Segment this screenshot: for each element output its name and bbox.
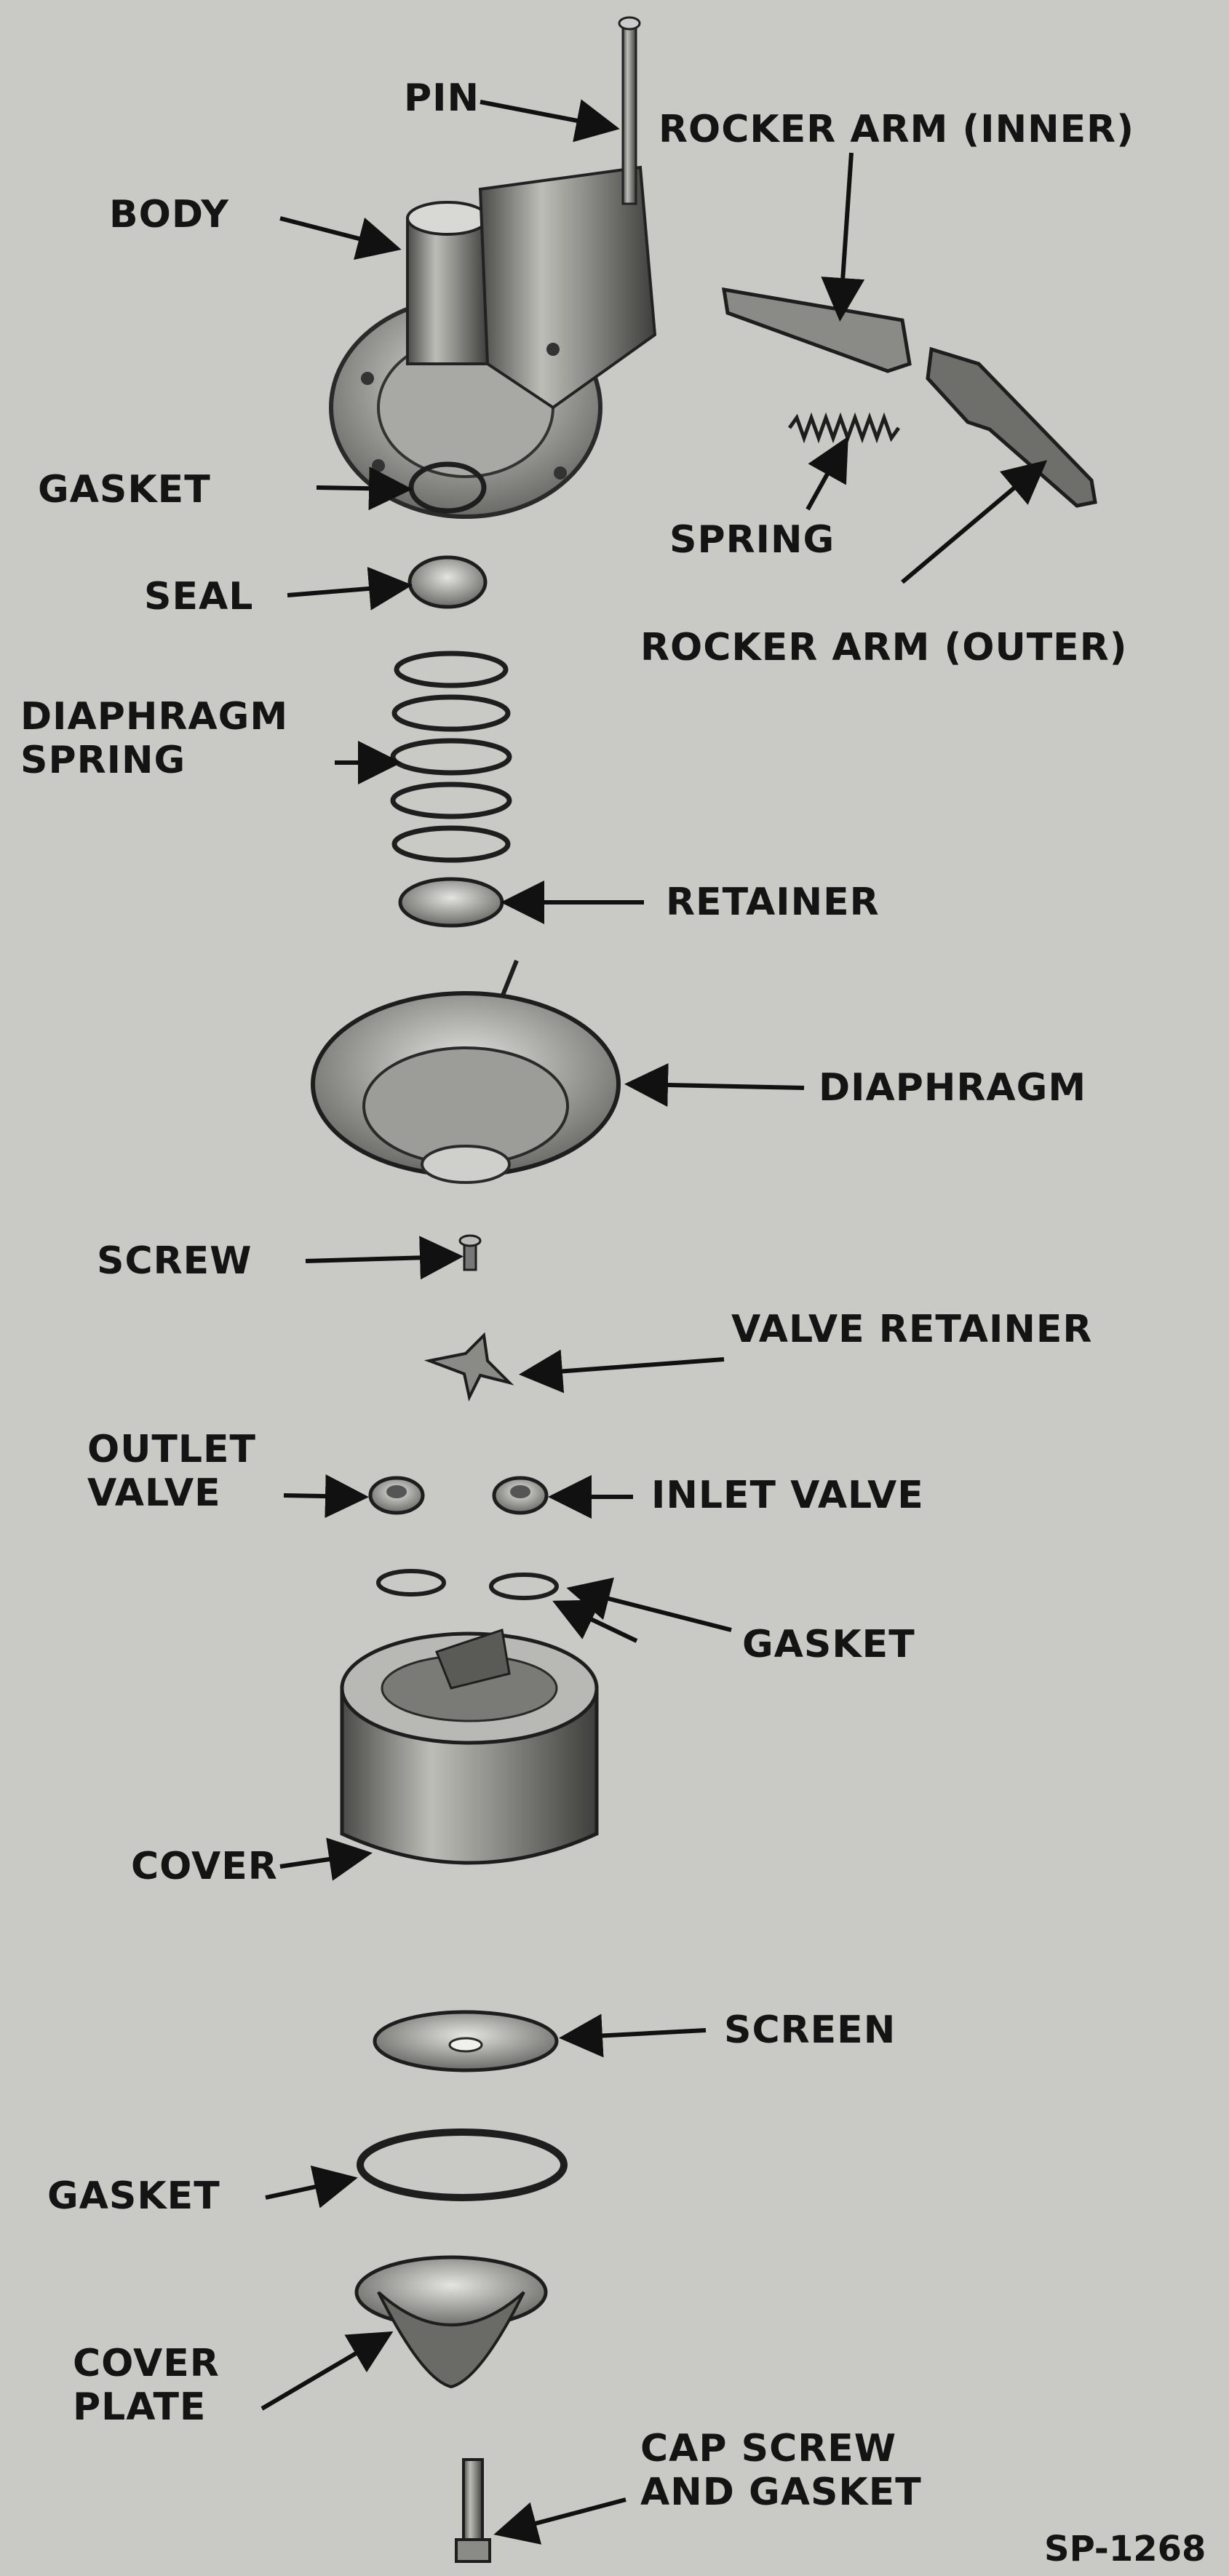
- label-body: BODY: [109, 193, 229, 236]
- inlet-valve-part: [494, 1478, 546, 1513]
- label-rocker-arm-inner: ROCKER ARM (INNER): [659, 108, 1134, 151]
- outlet-valve-part: [370, 1478, 423, 1513]
- label-valve-retainer: VALVE RETAINER: [731, 1308, 1092, 1351]
- seal-part: [410, 557, 485, 607]
- rocker-arm-outer-part: [928, 349, 1095, 506]
- label-diaphragm-spring: DIAPHRAGM SPRING: [20, 695, 288, 782]
- valve-retainer-part: [429, 1335, 509, 1397]
- cover-part: [342, 1630, 597, 1863]
- label-screw: SCREW: [97, 1239, 252, 1283]
- label-screen: SCREEN: [724, 2008, 896, 2052]
- screw-part: [460, 1236, 480, 1270]
- retainer-part: [400, 879, 502, 926]
- label-inlet-valve: INLET VALVE: [651, 1474, 924, 1517]
- body-part: [331, 167, 655, 517]
- cover-plate-part: [357, 2257, 546, 2387]
- pin-part: [619, 17, 640, 204]
- rocker-arm-inner-part: [724, 290, 910, 371]
- label-retainer: RETAINER: [666, 880, 880, 924]
- cap-screw-part: [456, 2460, 490, 2561]
- label-cap-screw: CAP SCREW AND GASKET: [640, 2427, 922, 2514]
- spring-part: [789, 418, 899, 438]
- label-spring: SPRING: [669, 518, 835, 562]
- label-diaphragm: DIAPHRAGM: [819, 1066, 1086, 1110]
- valve-gasket-left-part: [378, 1571, 444, 1594]
- valve-gasket-right-part: [491, 1575, 557, 1598]
- label-gasket-top: GASKET: [38, 468, 211, 512]
- figure-code: SP-1268: [1044, 2529, 1206, 2569]
- label-cover: COVER: [131, 1845, 278, 1888]
- label-seal: SEAL: [144, 575, 253, 619]
- gasket-lower-part: [360, 2132, 564, 2198]
- diaphragm-part: [313, 961, 619, 1182]
- screen-part: [375, 2012, 557, 2070]
- label-gasket-lower: GASKET: [47, 2174, 220, 2218]
- label-rocker-arm-outer: ROCKER ARM (OUTER): [640, 626, 1128, 669]
- label-outlet-valve: OUTLET VALVE: [87, 1428, 256, 1515]
- label-pin: PIN: [404, 76, 480, 120]
- label-gasket-valves: GASKET: [742, 1623, 915, 1666]
- label-cover-plate: COVER PLATE: [73, 2342, 220, 2429]
- diaphragm-spring-part: [393, 653, 509, 860]
